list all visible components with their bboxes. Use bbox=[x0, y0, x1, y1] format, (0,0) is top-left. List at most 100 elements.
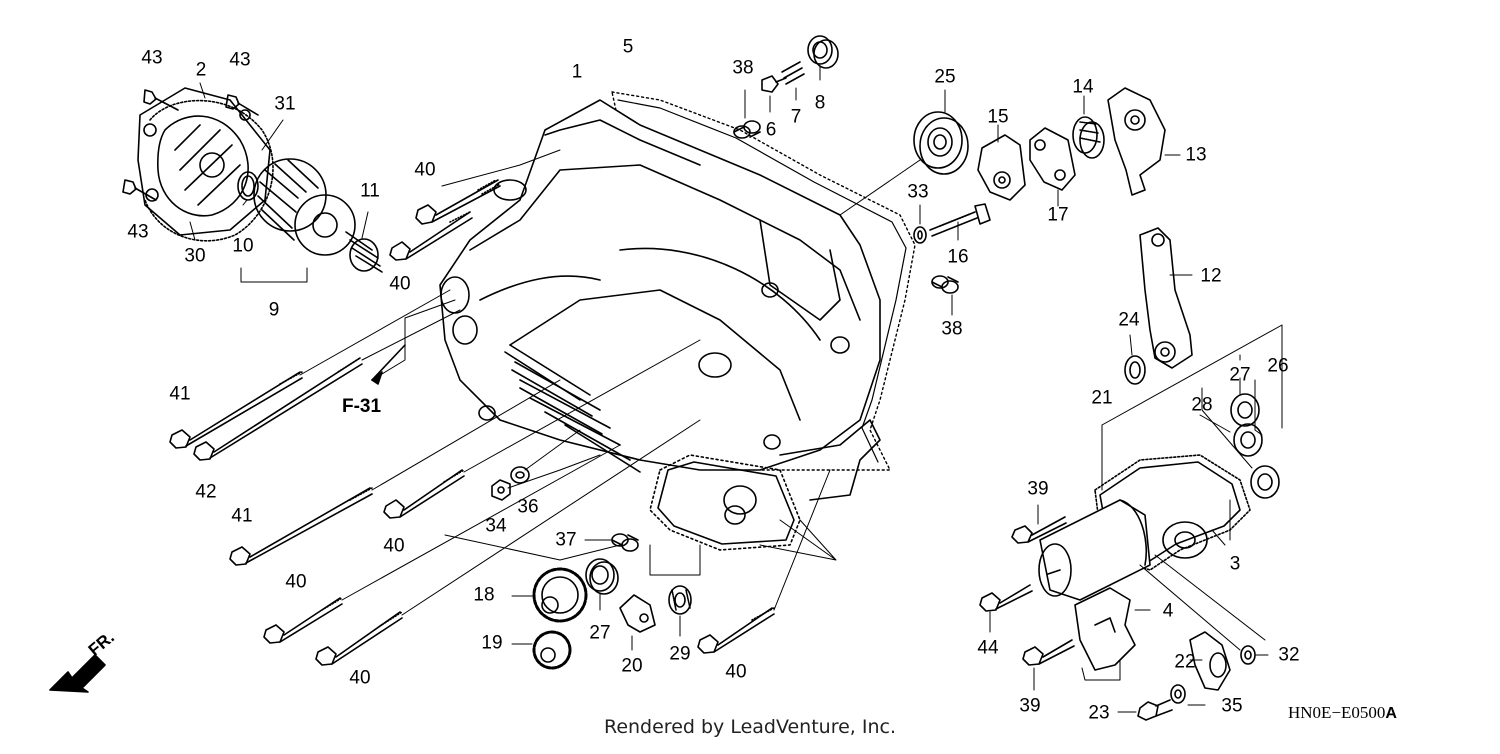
shift-arm-12 bbox=[1139, 227, 1193, 369]
bolt-42 bbox=[193, 357, 363, 461]
bearing-25 bbox=[913, 111, 969, 175]
callout-43[interactable]: 43 bbox=[127, 221, 149, 243]
gear-19 bbox=[532, 630, 572, 670]
bolt-40-b bbox=[389, 211, 473, 261]
callout-7[interactable]: 7 bbox=[790, 106, 802, 128]
callout-31[interactable]: 31 bbox=[274, 93, 296, 115]
oil-filter-cover-2 bbox=[137, 87, 271, 236]
callout-40[interactable]: 40 bbox=[285, 571, 307, 593]
callout-18[interactable]: 18 bbox=[473, 584, 495, 606]
crankcase-cover-1 bbox=[439, 99, 881, 471]
callout-39[interactable]: 39 bbox=[1027, 478, 1049, 500]
drawing-code-text: HN0E−E0500 bbox=[1288, 703, 1386, 722]
callout-13[interactable]: 13 bbox=[1185, 144, 1207, 166]
bolt-39-b bbox=[1022, 639, 1075, 666]
drawing-code-suffix: A bbox=[1385, 705, 1397, 722]
callout-40[interactable]: 40 bbox=[414, 159, 436, 181]
bracket-4 bbox=[1074, 587, 1136, 671]
callout-26[interactable]: 26 bbox=[1267, 355, 1289, 377]
callout-25[interactable]: 25 bbox=[934, 66, 956, 88]
callout-23[interactable]: 23 bbox=[1088, 702, 1110, 724]
callout-12[interactable]: 12 bbox=[1200, 265, 1222, 287]
shaft-16 bbox=[929, 203, 991, 237]
callout-10[interactable]: 10 bbox=[232, 235, 254, 257]
bolt-43-c bbox=[122, 179, 157, 201]
spring-7 bbox=[781, 61, 805, 85]
callout-37[interactable]: 37 bbox=[555, 529, 577, 551]
callout-30[interactable]: 30 bbox=[184, 245, 206, 267]
callout-2[interactable]: 2 bbox=[195, 59, 207, 81]
section-ref-label[interactable]: F-31 bbox=[342, 396, 382, 417]
drawing-code: HN0E−E0500A bbox=[1288, 703, 1397, 723]
dowel-38-b bbox=[931, 275, 959, 294]
callout-20[interactable]: 20 bbox=[621, 655, 643, 677]
callout-21[interactable]: 21 bbox=[1091, 387, 1113, 409]
callout-17[interactable]: 17 bbox=[1047, 204, 1069, 226]
callout-36[interactable]: 36 bbox=[517, 496, 539, 518]
callout-6[interactable]: 6 bbox=[765, 119, 777, 141]
bearing-27-b bbox=[1230, 393, 1260, 427]
callout-41[interactable]: 41 bbox=[169, 383, 191, 405]
bolt-40-e bbox=[315, 611, 403, 666]
dowel-37 bbox=[611, 533, 639, 552]
gasket-30 bbox=[144, 99, 274, 242]
bolt-43-a bbox=[143, 89, 179, 111]
callout-3[interactable]: 3 bbox=[1229, 553, 1241, 575]
callout-19[interactable]: 19 bbox=[481, 632, 503, 654]
bolt-40-c bbox=[383, 469, 465, 519]
callout-41[interactable]: 41 bbox=[231, 505, 253, 527]
callout-42[interactable]: 42 bbox=[195, 481, 217, 503]
callout-40[interactable]: 40 bbox=[389, 273, 411, 295]
bearing-26 bbox=[1233, 423, 1263, 457]
callout-22[interactable]: 22 bbox=[1174, 651, 1196, 673]
bolt-6 bbox=[761, 75, 787, 93]
callout-32[interactable]: 32 bbox=[1278, 644, 1300, 666]
arm-13 bbox=[1107, 87, 1166, 196]
washer-35 bbox=[1170, 684, 1186, 704]
callout-34[interactable]: 34 bbox=[485, 515, 507, 537]
collar-14 bbox=[1072, 116, 1105, 159]
callout-43[interactable]: 43 bbox=[229, 49, 251, 71]
callout-40[interactable]: 40 bbox=[725, 661, 747, 683]
callout-16[interactable]: 16 bbox=[947, 246, 969, 268]
callout-11[interactable]: 11 bbox=[360, 180, 380, 202]
callout-29[interactable]: 29 bbox=[669, 643, 691, 665]
callout-1[interactable]: 1 bbox=[571, 61, 583, 83]
callout-24[interactable]: 24 bbox=[1118, 309, 1140, 331]
callout-4[interactable]: 4 bbox=[1162, 600, 1174, 622]
callout-40[interactable]: 40 bbox=[383, 535, 405, 557]
cap-8 bbox=[807, 35, 839, 69]
callout-15[interactable]: 15 bbox=[987, 106, 1009, 128]
gear-18 bbox=[532, 567, 588, 623]
callout-40[interactable]: 40 bbox=[349, 667, 371, 689]
callout-9[interactable]: 9 bbox=[268, 299, 280, 321]
callout-27[interactable]: 27 bbox=[1229, 364, 1251, 386]
callout-5[interactable]: 5 bbox=[622, 36, 634, 58]
bolt-23 bbox=[1137, 699, 1173, 721]
callout-14[interactable]: 14 bbox=[1072, 76, 1094, 98]
bolt-41-a bbox=[169, 371, 303, 449]
bolt-40-a bbox=[415, 179, 501, 225]
bolt-43-b bbox=[225, 94, 259, 116]
bolt-41-b bbox=[229, 487, 373, 566]
callout-35[interactable]: 35 bbox=[1221, 695, 1243, 717]
callout-39[interactable]: 39 bbox=[1019, 695, 1041, 717]
nut-34 bbox=[491, 479, 511, 501]
callout-27[interactable]: 27 bbox=[589, 622, 611, 644]
bearing-28 bbox=[1250, 465, 1280, 499]
callout-43[interactable]: 43 bbox=[141, 47, 163, 69]
callout-8[interactable]: 8 bbox=[814, 92, 826, 114]
callout-38[interactable]: 38 bbox=[732, 57, 754, 79]
dowel-38-a bbox=[733, 120, 761, 139]
callout-44[interactable]: 44 bbox=[977, 637, 999, 659]
shift-plate-15 bbox=[977, 134, 1026, 201]
plate-17 bbox=[1029, 127, 1076, 191]
credit-text: Rendered by LeadVenture, Inc. bbox=[603, 716, 897, 738]
callout-28[interactable]: 28 bbox=[1191, 394, 1213, 416]
callout-38[interactable]: 38 bbox=[941, 318, 963, 340]
callout-33[interactable]: 33 bbox=[907, 181, 929, 203]
bolt-44 bbox=[979, 584, 1033, 612]
bolt-40-f bbox=[697, 607, 775, 654]
